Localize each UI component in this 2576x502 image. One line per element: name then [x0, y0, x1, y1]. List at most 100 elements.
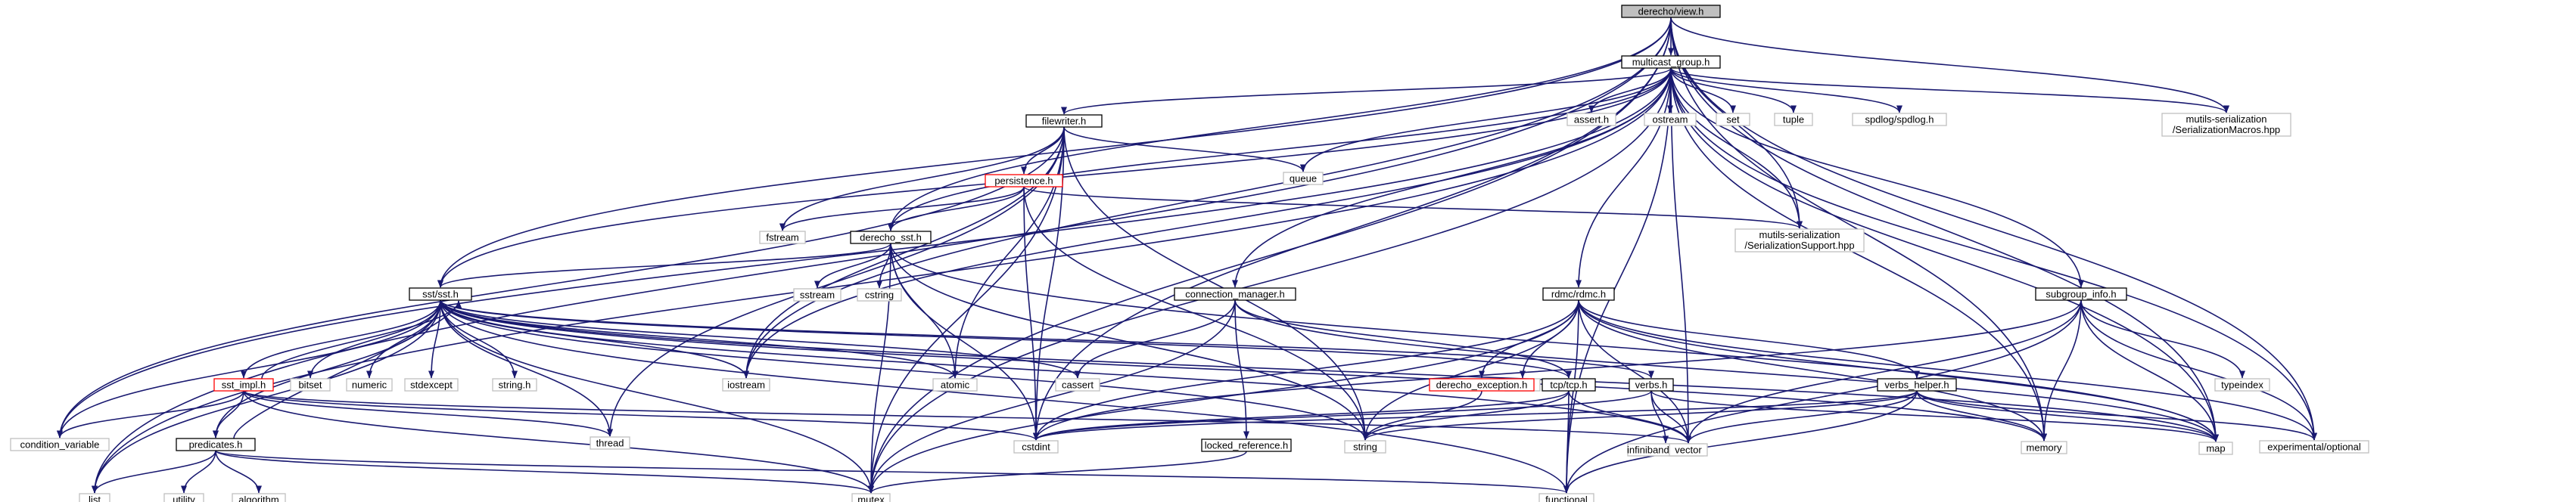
- edge-root-to-serialization_macros: [1670, 17, 2229, 113]
- edge-tcp-to-vector: [1568, 390, 1691, 444]
- node-verbs[interactable]: verbs.h: [1629, 378, 1674, 392]
- edge-sst-to-condition_variable: [57, 299, 441, 438]
- edge-persistence-to-serialization_support: [1023, 186, 1803, 229]
- node-multicast_group[interactable]: multicast_group.h: [1621, 55, 1721, 69]
- node-label-tcp: tcp/tcp.h: [1550, 380, 1587, 391]
- edge-multicast_group-to-mutex: [868, 67, 1672, 494]
- edge-locked_reference-to-mutex: [868, 451, 1247, 494]
- node-label-queue: queue: [1290, 173, 1317, 184]
- node-box-connection_manager: [1174, 287, 1296, 301]
- node-fstream: fstream: [759, 231, 806, 244]
- node-derecho_exception[interactable]: derecho_exception.h: [1429, 378, 1535, 392]
- node-label-verbs: verbs.h: [1635, 380, 1668, 391]
- node-condition_variable: condition_variable: [10, 438, 110, 451]
- edge-predicates-to-utility: [181, 450, 216, 494]
- node-label-string: string: [1353, 442, 1377, 453]
- edge-verbs-to-vector: [1650, 390, 1691, 444]
- edge-multicast_group-to-map: [1670, 67, 2219, 442]
- edge-multicast_group-to-spdlog: [1670, 67, 1902, 113]
- node-label-locked_reference: locked_reference.h: [1205, 440, 1289, 451]
- node-filewriter[interactable]: filewriter.h: [1025, 114, 1103, 128]
- edge-root-to-mutex: [868, 17, 1672, 494]
- node-box-iostream: [722, 378, 770, 392]
- node-label-serialization_macros: mutils-serialization: [2186, 113, 2267, 125]
- edge-verbs_helper-to-memory: [1916, 390, 2047, 442]
- node-predicates[interactable]: predicates.h: [176, 438, 256, 451]
- node-label-sstream: sstream: [800, 290, 835, 301]
- node-label-tuple: tuple: [1783, 114, 1804, 126]
- edge-sst-to-bitset: [307, 299, 441, 379]
- node-box-algorithm: [232, 493, 286, 502]
- node-connection_manager[interactable]: connection_manager.h: [1174, 287, 1296, 301]
- node-rdmc[interactable]: rdmc/rdmc.h: [1542, 287, 1615, 301]
- edge-filewriter-to-condition_variable: [57, 126, 1065, 438]
- edge-multicast_group-to-serialization_support: [1670, 67, 1803, 229]
- node-root[interactable]: derecho/view.h: [1621, 5, 1721, 18]
- node-persistence[interactable]: persistence.h: [985, 174, 1063, 187]
- node-label-bitset: bitset: [298, 380, 322, 391]
- edge-root-to-cstdint: [1033, 17, 1672, 441]
- edge-multicast_group-to-subgroup_info: [1670, 67, 2084, 288]
- node-box-tcp: [1542, 378, 1596, 392]
- node-box-set: [1716, 113, 1750, 126]
- node-box-string_h: [492, 378, 537, 392]
- node-label-experimental_optional: experimental/optional: [2267, 442, 2361, 453]
- node-derecho_sst[interactable]: derecho_sst.h: [850, 231, 932, 244]
- node-cstdint: cstdint: [1013, 440, 1059, 454]
- node-box-filewriter: [1025, 114, 1103, 128]
- node-box-cstring: [857, 288, 902, 302]
- edge-verbs_helper-to-functional: [1563, 390, 1918, 494]
- node-label-atomic: atomic: [941, 380, 970, 391]
- edge-verbs-to-infiniband: [1650, 390, 1669, 444]
- edge-sst-to-sst_impl: [241, 299, 441, 379]
- node-tcp[interactable]: tcp/tcp.h: [1542, 378, 1596, 392]
- edge-multicast_group-to-tuple: [1670, 67, 1797, 113]
- node-label-multicast_group: multicast_group.h: [1632, 57, 1710, 68]
- node-box-numeric: [346, 378, 393, 392]
- node-vector: vector: [1669, 443, 1708, 457]
- edge-sst_impl-to-sst: [261, 300, 462, 380]
- node-label-cassert: cassert: [1062, 380, 1094, 391]
- node-memory: memory: [2021, 441, 2067, 454]
- node-sst[interactable]: sst/sst.h: [409, 287, 472, 301]
- node-verbs_helper[interactable]: verbs_helper.h: [1877, 378, 1957, 392]
- edge-rdmc-to-string: [1362, 299, 1579, 441]
- node-box-spdlog: [1852, 113, 1947, 126]
- node-label-persistence: persistence.h: [994, 175, 1053, 187]
- edge-sst_impl-to-condition_variable: [57, 390, 244, 438]
- node-utility: utility: [163, 493, 204, 502]
- edge-multicast_group-to-list: [92, 67, 1672, 494]
- edge-subgroup_info-to-experimental_optional: [2080, 299, 2317, 441]
- edge-derecho_sst-to-cstdint: [890, 243, 1039, 441]
- node-sst_impl[interactable]: sst_impl.h: [213, 378, 274, 392]
- edge-persistence-to-fstream: [779, 186, 1025, 231]
- edge-root-to-map: [1670, 17, 2219, 442]
- node-box-derecho_sst: [850, 231, 932, 244]
- edge-connection_manager-to-tcp: [1234, 299, 1572, 379]
- edge-sst-to-numeric: [366, 299, 441, 379]
- node-locked_reference[interactable]: locked_reference.h: [1201, 438, 1292, 452]
- node-ostream: ostream: [1644, 113, 1697, 126]
- node-box-verbs: [1629, 378, 1674, 392]
- edge-predicates-to-mutex: [215, 450, 874, 494]
- edge-verbs-to-map: [1650, 390, 2219, 442]
- edge-rdmc-to-memory: [1578, 299, 2047, 442]
- node-numeric: numeric: [346, 378, 393, 392]
- node-label-sst_impl: sst_impl.h: [222, 380, 266, 391]
- node-box-typeindex: [2214, 378, 2270, 392]
- edge-rdmc-to-vector: [1578, 299, 1691, 444]
- node-box-sst: [409, 287, 472, 301]
- node-iostream: iostream: [722, 378, 770, 392]
- node-label-map: map: [2206, 443, 2225, 454]
- node-box-thread: [590, 436, 630, 450]
- edge-predicates-to-list: [92, 450, 216, 494]
- node-label-verbs_helper: verbs_helper.h: [1884, 380, 1949, 391]
- node-box-multicast_group: [1621, 55, 1721, 69]
- edge-sst-to-tcp: [440, 299, 1572, 379]
- node-spdlog: spdlog/spdlog.h: [1852, 113, 1947, 126]
- node-subgroup_info[interactable]: subgroup_info.h: [2035, 287, 2127, 301]
- node-label-assert: assert.h: [1574, 114, 1609, 126]
- node-label-connection_manager: connection_manager.h: [1185, 289, 1285, 300]
- edge-predicates-to-algorithm: [215, 450, 262, 494]
- node-box-rdmc: [1542, 287, 1615, 301]
